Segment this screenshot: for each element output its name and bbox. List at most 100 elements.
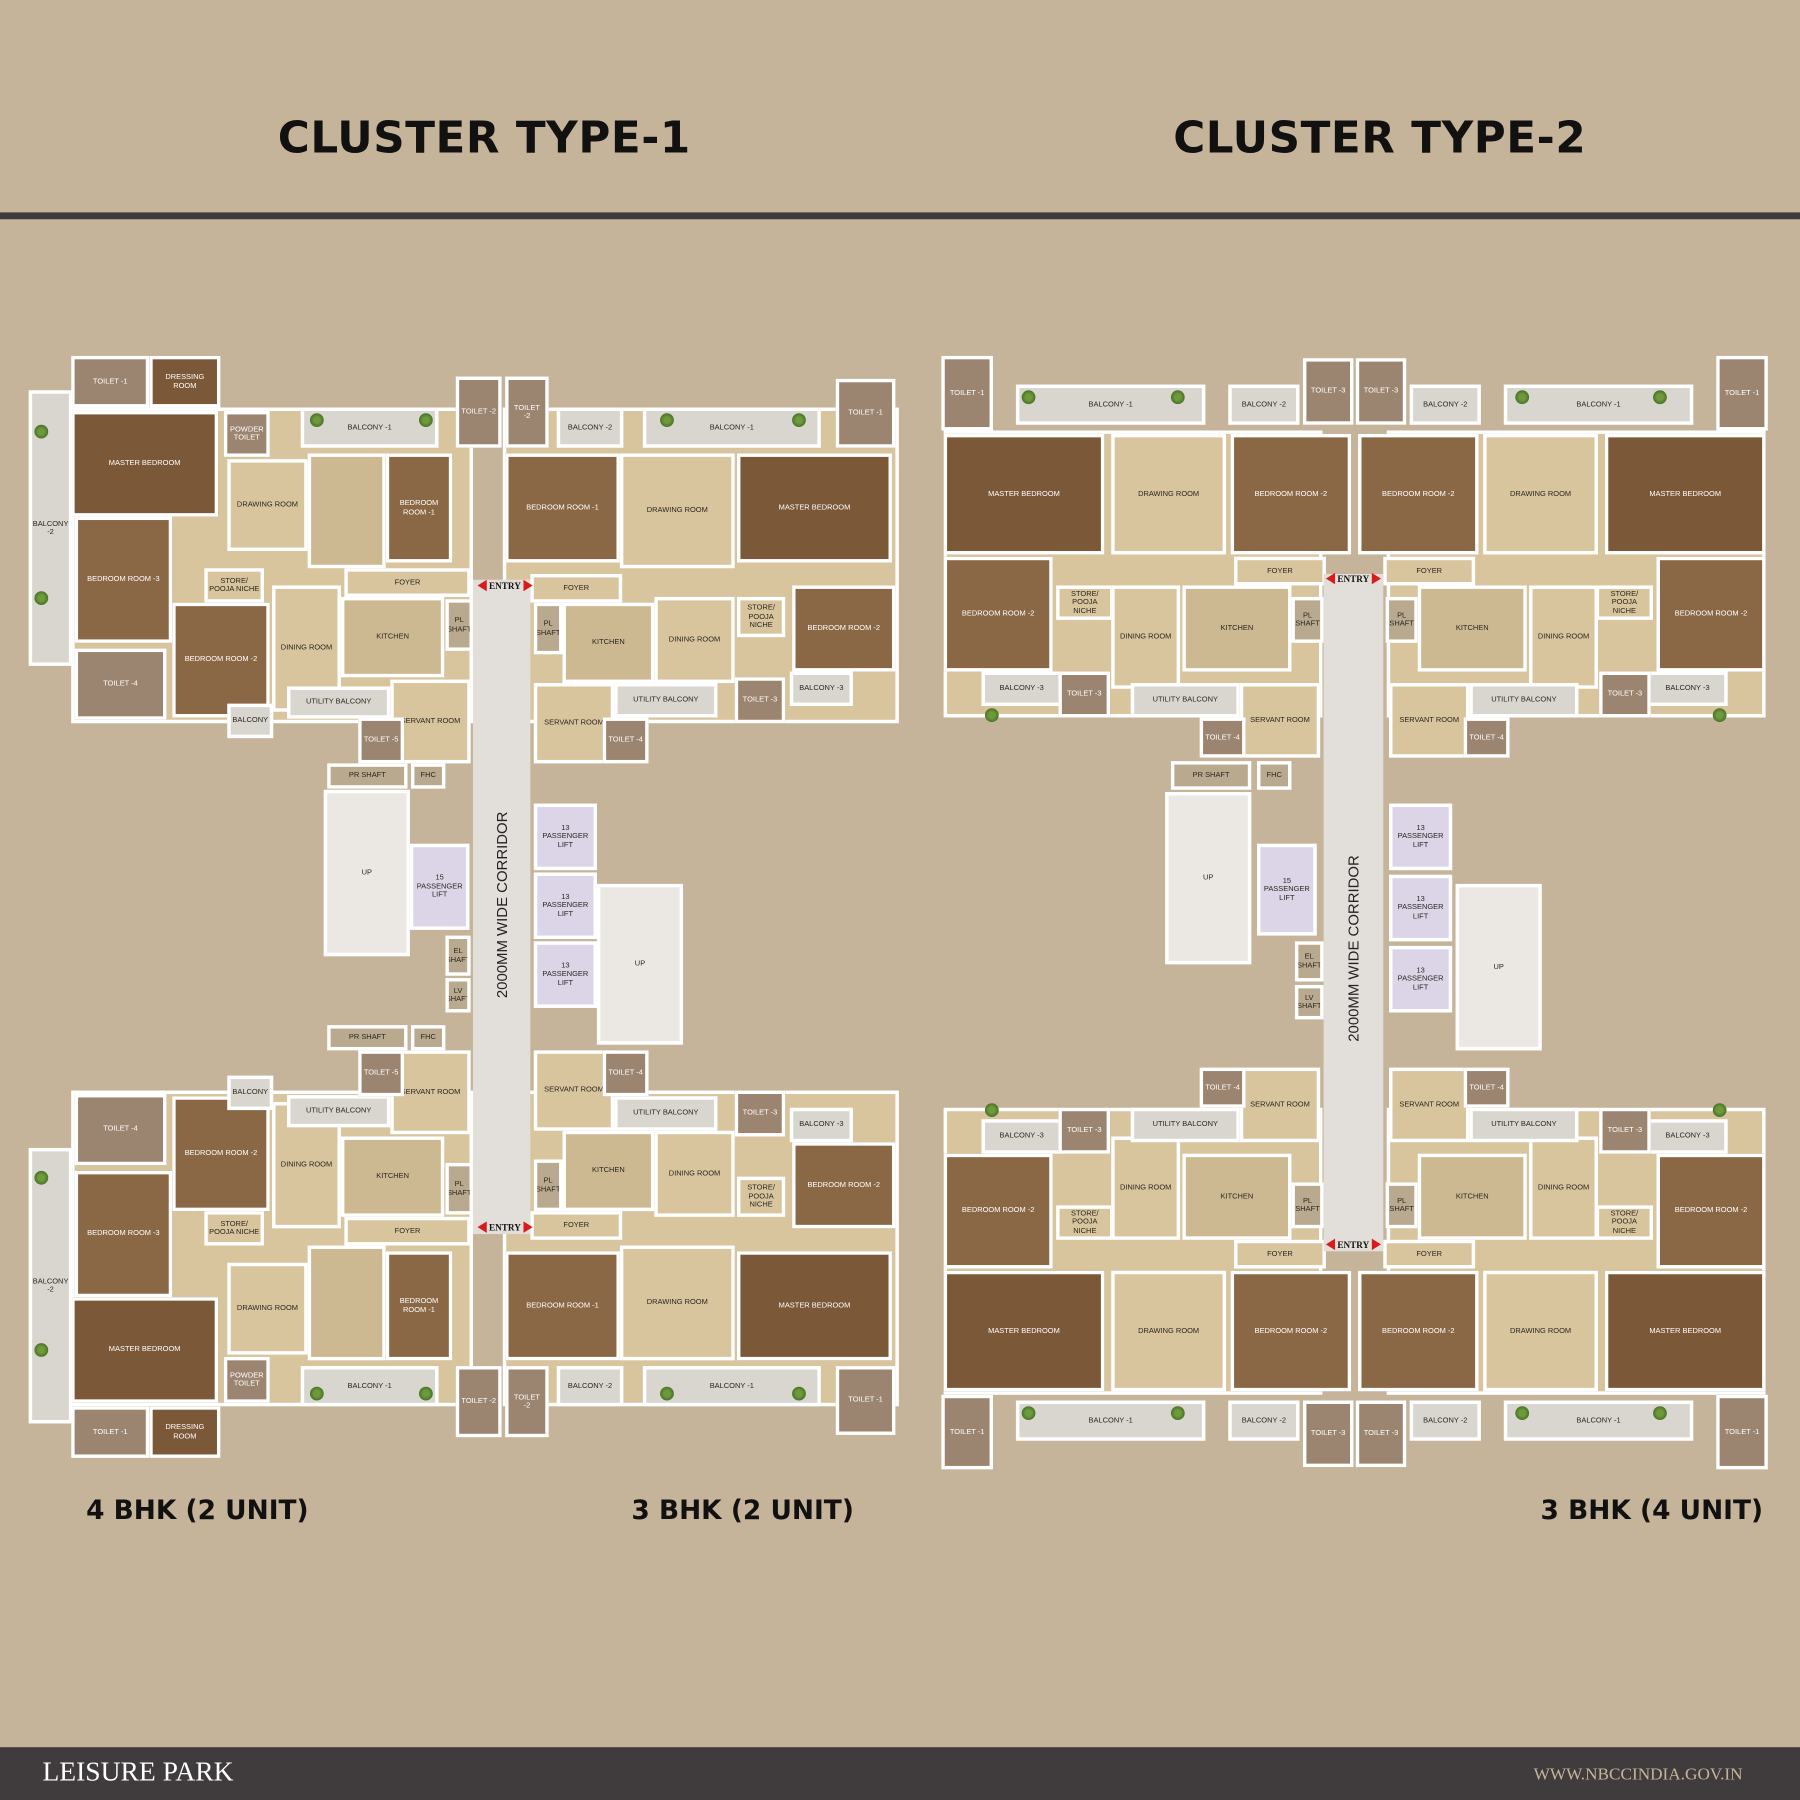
room-powder-toilet: POWDER TOILET bbox=[223, 1356, 270, 1403]
room-store: STORE/ POOJA NICHE bbox=[204, 1211, 265, 1246]
room-bedroom-3: BEDROOM ROOM -3 bbox=[74, 1170, 173, 1298]
room-label: FOYER bbox=[1267, 1249, 1293, 1258]
room-toilet-4: TOILET -4 bbox=[602, 1050, 649, 1097]
core-pr-shaft: PR SHAFT bbox=[327, 763, 408, 789]
room-label: BALCONY -2 bbox=[1423, 400, 1468, 409]
cluster-2-unit-label: 3 BHK (4 UNIT) bbox=[1540, 1495, 1764, 1526]
room-balcony-1: BALCONY -1 bbox=[642, 407, 821, 448]
room-label: PL SHAFT bbox=[1295, 611, 1320, 628]
room-label: BEDROOM ROOM -2 bbox=[1254, 1326, 1328, 1335]
room-label: BEDROOM ROOM -3 bbox=[87, 1229, 160, 1238]
room-toilet-4: TOILET -4 bbox=[1199, 1067, 1246, 1108]
room-label: 13 PASSENGER LIFT bbox=[1397, 824, 1444, 850]
room-label: BALCONY -3 bbox=[1665, 1132, 1710, 1141]
room-label: TOILET -1 bbox=[949, 1427, 985, 1436]
core-el-shaft: EL SHAFT bbox=[1294, 941, 1324, 982]
room-label: BEDROOM ROOM -1 bbox=[399, 499, 439, 517]
room-label: DRAWING ROOM bbox=[1138, 489, 1200, 498]
header-divider bbox=[0, 212, 1800, 220]
room-toilet-3: TOILET -3 bbox=[1302, 358, 1354, 425]
room-drawing-room: DRAWING ROOM bbox=[227, 1262, 308, 1355]
room-toilet-1: TOILET -1 bbox=[1716, 355, 1768, 431]
room-label: TOILET -4 bbox=[1469, 1083, 1504, 1092]
project-name: LEISURE PARK bbox=[42, 1757, 234, 1788]
room-label: DINING ROOM bbox=[1537, 632, 1590, 641]
arrow-left-icon bbox=[1325, 572, 1336, 585]
arrow-right-icon bbox=[523, 579, 533, 592]
entry-marker: ENTRY bbox=[477, 579, 533, 592]
room-label: PL SHAFT bbox=[1389, 1196, 1414, 1214]
room-balcony-3: BALCONY -3 bbox=[981, 1119, 1062, 1154]
room-label: TOILET -3 bbox=[1310, 387, 1346, 396]
room-label: STORE/ POOJA NICHE bbox=[209, 576, 260, 594]
website-link[interactable]: WWW.NBCCINDIA.GOV.IN bbox=[1533, 1765, 1743, 1784]
room-utility-balcony: UTILITY BALCONY bbox=[1130, 1107, 1240, 1143]
room-bedroom-3: BEDROOM ROOM -3 bbox=[74, 516, 173, 643]
core-fhc: FHC bbox=[410, 763, 446, 789]
room-label: MASTER BEDROOM bbox=[1649, 489, 1722, 498]
room-label: FHC bbox=[1266, 771, 1282, 780]
room-dressing-room: DRESSING ROOM bbox=[149, 1406, 221, 1458]
room-drawing-room: DRAWING ROOM bbox=[1111, 433, 1227, 555]
room-kitchen: KITCHEN bbox=[1182, 1153, 1292, 1240]
room-label: MASTER BEDROOM bbox=[108, 1345, 181, 1354]
room-label: BALCONY -2 bbox=[1423, 1416, 1468, 1425]
room-label: FOYER bbox=[1416, 1249, 1443, 1258]
core-lv-shaft: LV SHAFT bbox=[1294, 984, 1324, 1020]
room-label: KITCHEN bbox=[1220, 1192, 1254, 1201]
room-label: BEDROOM ROOM -2 bbox=[1674, 609, 1748, 618]
room-toilet-4: TOILET -4 bbox=[74, 648, 167, 720]
core-fhc: FHC bbox=[1257, 761, 1292, 790]
room-dining-room: DINING ROOM bbox=[1111, 585, 1181, 689]
room-label: TOILET -3 bbox=[742, 695, 778, 705]
room-dressing-room: DRESSING ROOM bbox=[149, 355, 221, 408]
plant-icon bbox=[34, 1170, 49, 1185]
room-label: SERVANT ROOM bbox=[544, 1086, 604, 1095]
room-label: BEDROOM ROOM -1 bbox=[526, 1301, 599, 1310]
room-master-bedroom: MASTER BEDROOM bbox=[736, 1251, 892, 1361]
room-label: 13 PASSENGER LIFT bbox=[542, 824, 589, 850]
room-label: BALCONY -2 bbox=[567, 423, 613, 432]
room-label: TOILET -5 bbox=[363, 736, 399, 745]
room-label: STORE/ POOJA NICHE bbox=[747, 604, 775, 630]
room-label: KITCHEN bbox=[1455, 624, 1489, 633]
core-lift-15: 15 PASSENGER LIFT bbox=[1257, 843, 1317, 936]
room-servant-room: SERVANT ROOM bbox=[1239, 683, 1321, 758]
room-master-bedroom: MASTER BEDROOM bbox=[1604, 1270, 1766, 1392]
room-pl-shaft: PL SHAFT bbox=[1291, 1182, 1324, 1229]
room-bedroom-2: BEDROOM ROOM -2 bbox=[792, 585, 896, 672]
room-label: KITCHEN bbox=[592, 1166, 625, 1175]
room-foyer: FOYER bbox=[1234, 556, 1326, 586]
room-label: MASTER BEDROOM bbox=[778, 1301, 851, 1310]
cluster-1-title: CLUSTER TYPE-1 bbox=[277, 112, 691, 164]
core-el-shaft: EL SHAFT bbox=[445, 935, 471, 976]
room-toilet-2: TOILET -2 bbox=[455, 1366, 502, 1438]
room-label: UP bbox=[1493, 962, 1504, 971]
room-foyer: FOYER bbox=[344, 568, 471, 597]
room-label: PL SHAFT bbox=[1295, 1196, 1320, 1214]
plant-icon bbox=[1170, 1406, 1185, 1421]
room-label: BEDROOM ROOM -2 bbox=[184, 655, 258, 664]
room-label: PL SHAFT bbox=[1389, 611, 1414, 628]
room-bedroom-1: BEDROOM ROOM -1 bbox=[385, 453, 453, 563]
room-dining-room: DINING ROOM bbox=[1111, 1136, 1181, 1240]
room-label: BEDROOM ROOM -2 bbox=[1382, 489, 1455, 498]
room-label: FOYER bbox=[394, 1226, 421, 1235]
room-toilet-3: TOILET -3 bbox=[1599, 1107, 1651, 1154]
room-label: DINING ROOM bbox=[280, 1160, 333, 1169]
room-label: TOILET -3 bbox=[742, 1109, 778, 1118]
room-label: KITCHEN bbox=[376, 632, 409, 641]
room-foyer: FOYER bbox=[530, 573, 623, 603]
footer-bar: LEISURE PARK WWW.NBCCINDIA.GOV.IN bbox=[0, 1747, 1800, 1800]
room-label: BEDROOM ROOM -2 bbox=[184, 1149, 258, 1158]
room-label: TOILET -3 bbox=[1066, 690, 1102, 699]
room-drawing-room: DRAWING ROOM bbox=[619, 1245, 735, 1361]
plant-icon bbox=[984, 1103, 999, 1117]
entry-marker: ENTRY bbox=[1325, 572, 1381, 585]
room-label: SERVANT ROOM bbox=[1250, 1100, 1310, 1109]
room-label: BALCONY -2 bbox=[32, 1277, 69, 1294]
room-bedroom-2: BEDROOM ROOM -2 bbox=[1230, 1270, 1352, 1392]
room-toilet-5: TOILET -5 bbox=[358, 1050, 405, 1097]
room-label: TOILET -4 bbox=[1205, 733, 1240, 742]
room-label: BALCONY -3 bbox=[799, 1120, 844, 1129]
